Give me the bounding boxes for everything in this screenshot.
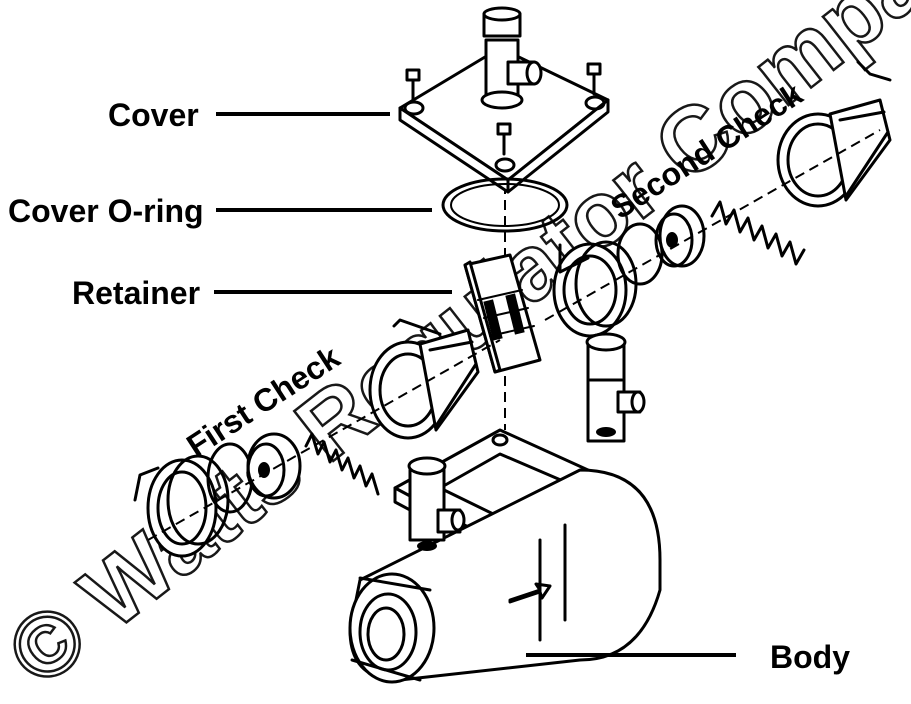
cover-oring-part (441, 177, 569, 233)
cover-screw (405, 68, 421, 102)
cover-label: Cover (108, 97, 199, 133)
body-part (348, 332, 662, 684)
cover-oring-label: Cover O-ring (8, 193, 204, 229)
cover-screw (496, 122, 512, 156)
cover-part (398, 6, 610, 194)
second-check-spring (710, 200, 806, 266)
retainer-label: Retainer (72, 275, 200, 311)
retainer-part (463, 253, 542, 374)
cover-screw (586, 62, 602, 96)
second-check-part (544, 60, 892, 338)
body-label: Body (770, 639, 850, 675)
first-check-part (133, 318, 501, 558)
first-check-spring (304, 432, 380, 496)
